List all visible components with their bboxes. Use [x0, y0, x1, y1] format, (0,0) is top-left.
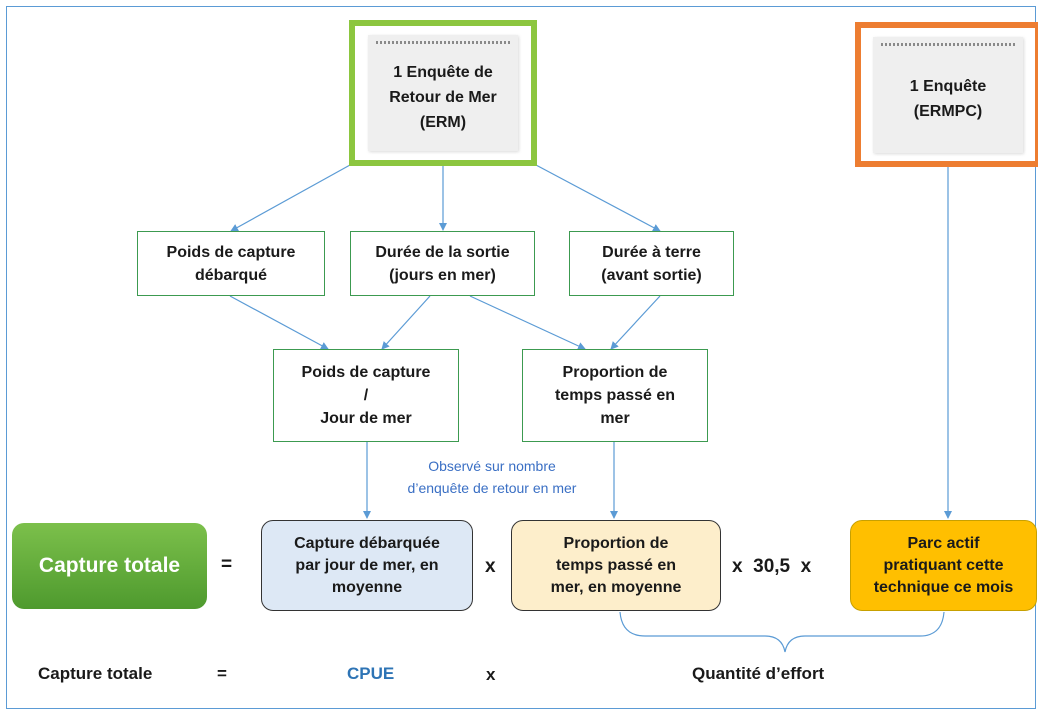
- duree-terre-box: Durée à terre (avant sortie): [569, 231, 734, 296]
- arrow-erm-to-duree-terre: [535, 164, 661, 232]
- arrow-poids-to-poids-jour: [229, 295, 329, 350]
- equals-sign: =: [221, 554, 233, 575]
- summary-equals: =: [217, 664, 227, 683]
- ermpc-survey-label: 1 Enquête (ERMPC): [909, 77, 987, 120]
- multiply-sign: x: [485, 556, 496, 577]
- proportion-moyenne-box: Proportion de temps passé en mer, en moy…: [511, 520, 721, 611]
- summary-multiply: x: [486, 665, 496, 684]
- notepad-icon: 1 Enquête de Retour de Mer (ERM): [368, 35, 518, 151]
- capture-totale-box: Capture totale: [12, 523, 207, 609]
- summary-effort: Quantité d’effort: [692, 664, 825, 683]
- erm-survey-card: 1 Enquête de Retour de Mer (ERM): [349, 20, 537, 166]
- erm-survey-label: 1 Enquête de Retour de Mer (ERM): [389, 63, 497, 131]
- factor-30-5: x 30,5 x: [732, 556, 812, 577]
- diagram-frame: [6, 6, 1036, 709]
- observation-caption: Observé sur nombre d’enquête de retour e…: [407, 458, 577, 496]
- notepad-icon: 1 Enquête (ERMPC): [873, 36, 1023, 153]
- notepad-spiral: [376, 41, 510, 44]
- effort-brace: [619, 611, 945, 653]
- duree-sortie-box: Durée de la sortie (jours en mer): [350, 231, 535, 296]
- notepad-spiral: [881, 42, 1015, 46]
- poids-capture-box: Poids de capture débarqué: [137, 231, 325, 296]
- arrow-erm-to-poids: [230, 164, 351, 232]
- summary-capture-totale: Capture totale: [38, 664, 153, 683]
- parc-actif-box: Parc actif pratiquant cette technique ce…: [850, 520, 1037, 611]
- poids-jour-box: Poids de capture / Jour de mer: [273, 349, 459, 442]
- capture-par-jour-box: Capture débarquée par jour de mer, en mo…: [261, 520, 473, 611]
- summary-cpue: CPUE: [347, 664, 395, 683]
- arrow-terre-to-proportion: [610, 295, 661, 350]
- ermpc-survey-card: 1 Enquête (ERMPC): [855, 22, 1038, 167]
- arrow-sortie-to-poids-jour: [381, 295, 431, 350]
- arrow-sortie-to-proportion: [469, 295, 586, 350]
- proportion-box: Proportion de temps passé en mer: [522, 349, 708, 442]
